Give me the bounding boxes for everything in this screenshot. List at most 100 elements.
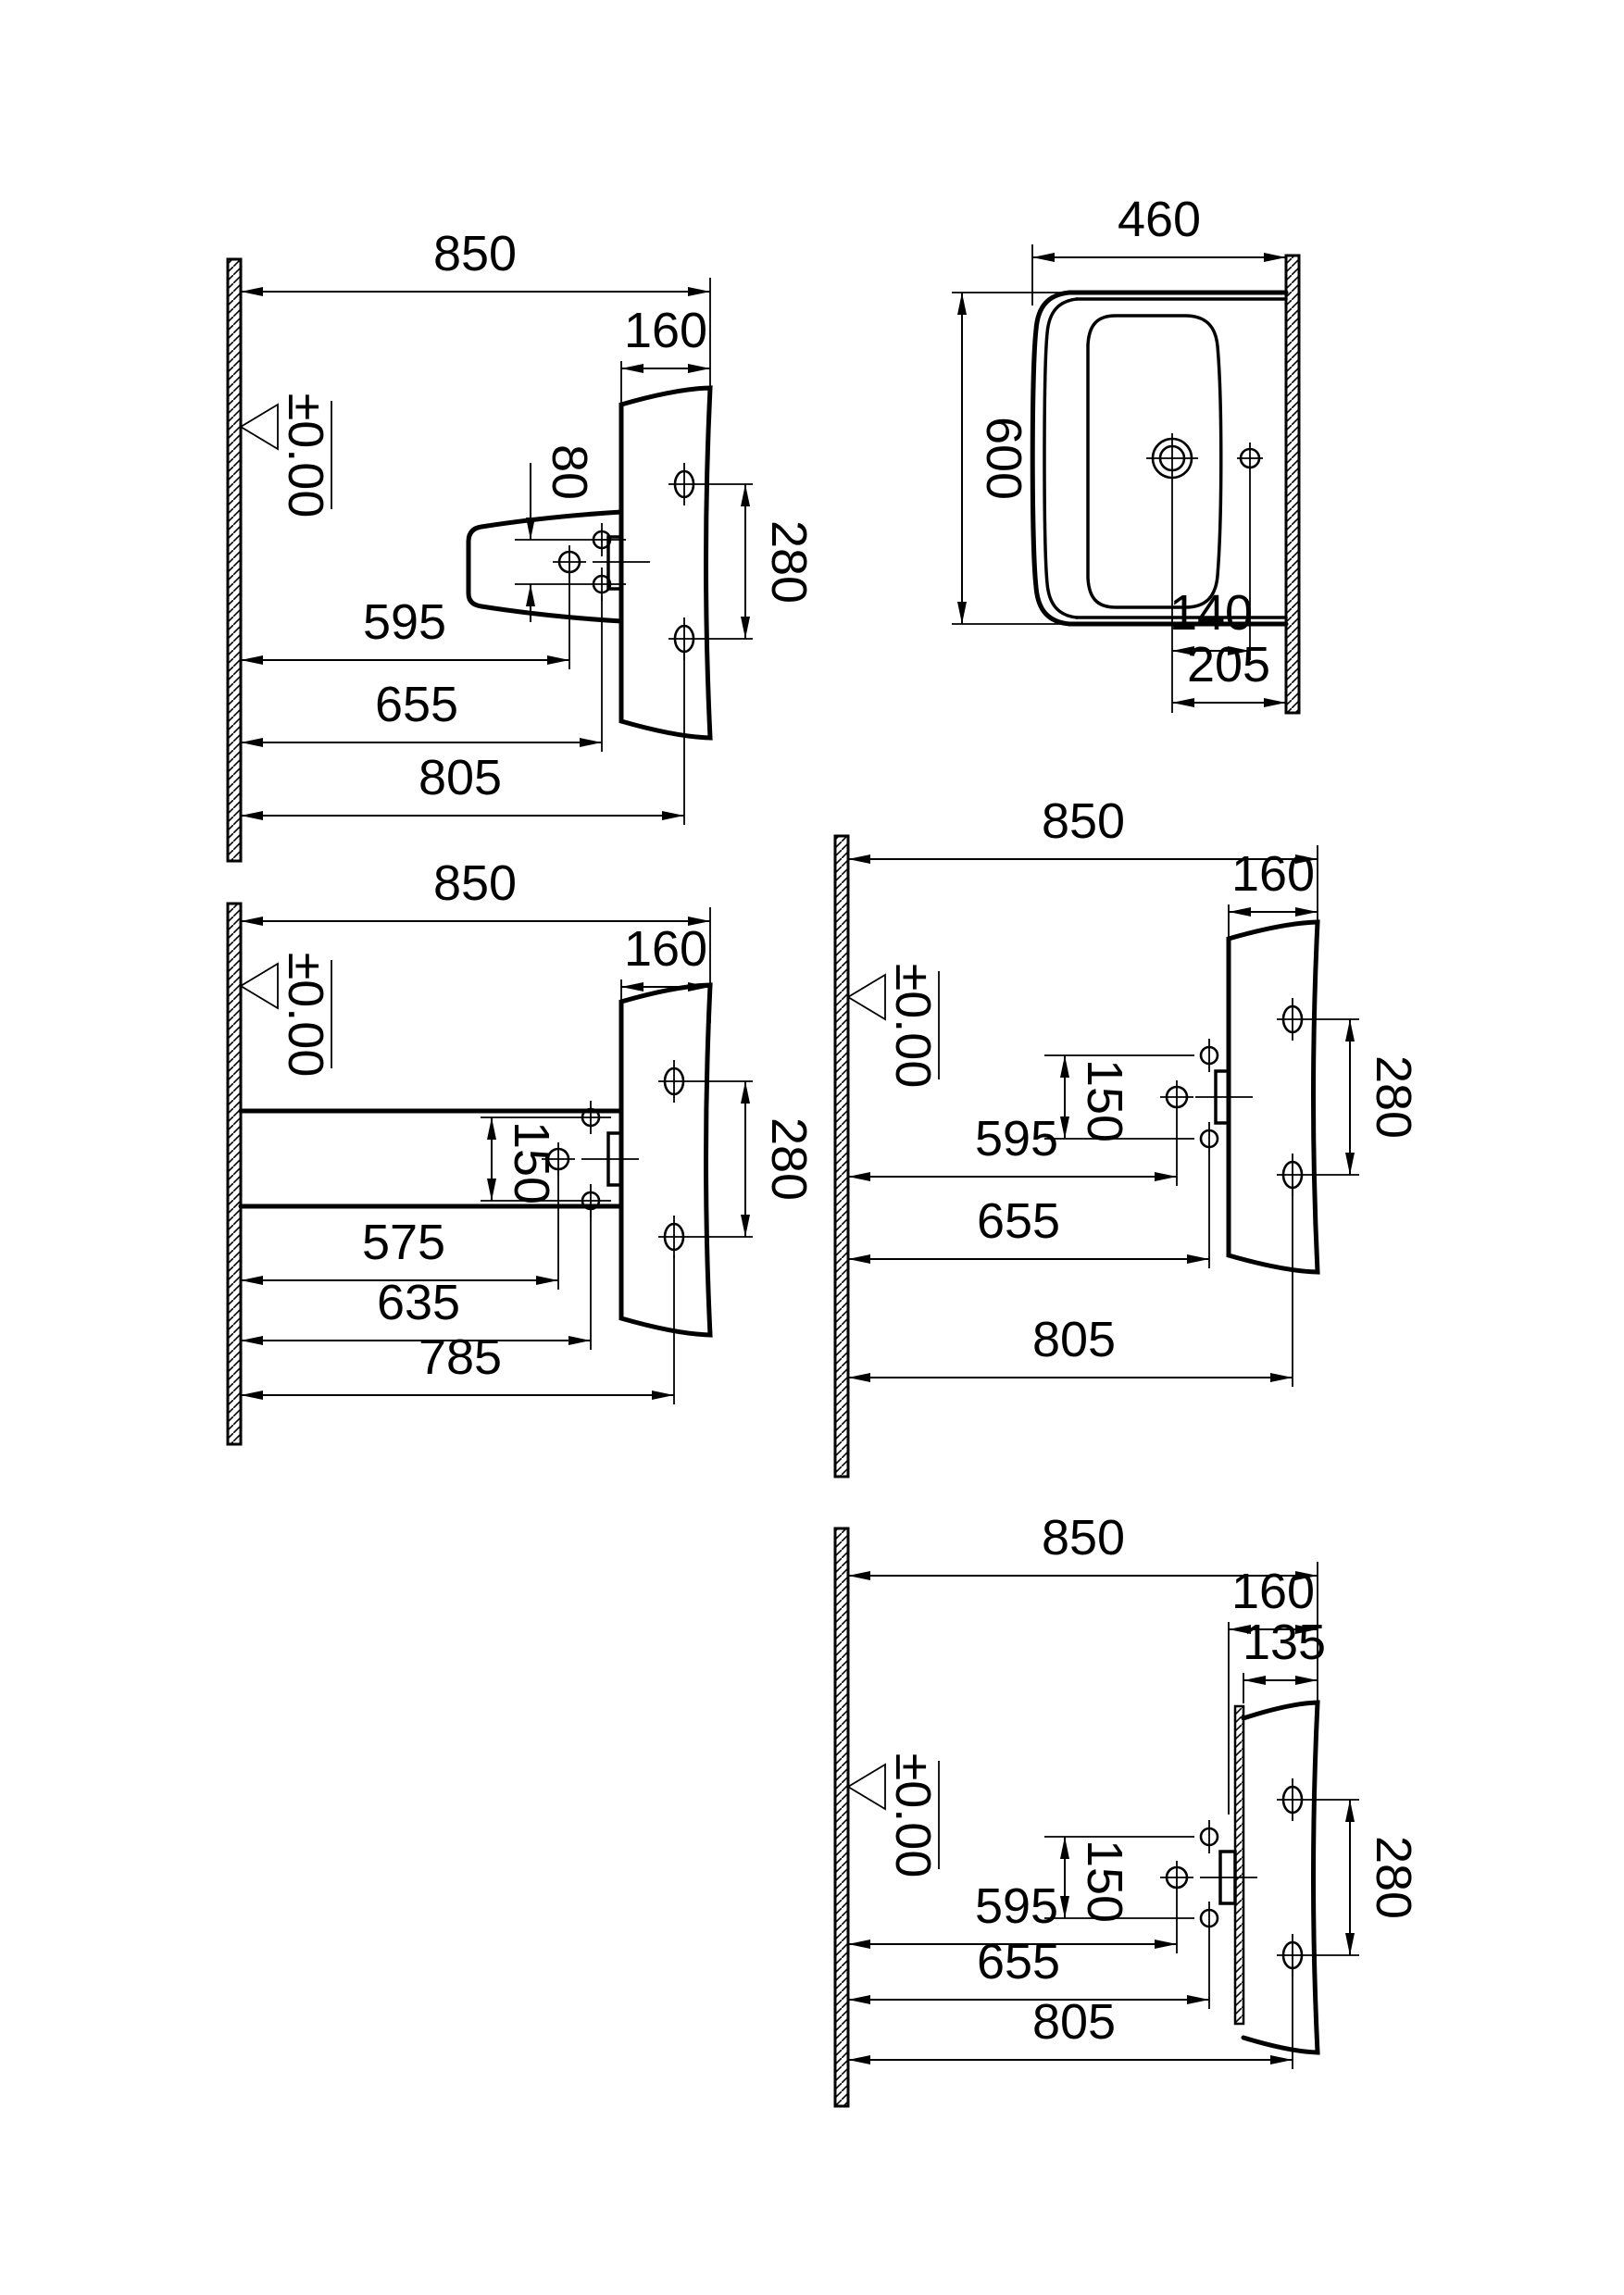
view-side-countertop: 850 160 150 280 575 635 785 [226, 855, 817, 1446]
basin-profile [618, 982, 713, 1338]
dim-label: 160 [624, 303, 707, 358]
dim-label: 595 [363, 594, 446, 650]
basin-outline [1030, 290, 1072, 627]
dim-150: 150 [1060, 1055, 1132, 1142]
level-label: ±0.00 [885, 964, 941, 1089]
level-label: ±0.00 [278, 953, 333, 1078]
dim-label: 595 [975, 1111, 1058, 1166]
wall-section [226, 257, 243, 863]
dim-140: 140 [1169, 585, 1253, 655]
level-label: ±0.00 [885, 1753, 941, 1878]
basin-profile [1241, 1700, 1320, 2055]
mounting-holes [481, 1101, 611, 1217]
dim-label: 785 [418, 1329, 502, 1385]
dim-635: 635 [241, 1210, 592, 1350]
dim-label: 280 [1366, 1055, 1421, 1139]
dim-label: 150 [1077, 1059, 1132, 1142]
dim-160: 160 [1228, 1564, 1318, 1815]
dim-label: 140 [1169, 585, 1253, 641]
dim-150: 150 [1060, 1837, 1132, 1923]
dim-label: 655 [375, 677, 458, 732]
dim-205: 205 [1172, 637, 1286, 707]
tap-hole [1237, 443, 1263, 660]
dim-150: 150 [487, 1117, 559, 1204]
dim-label: 280 [761, 1117, 817, 1201]
dim-label: 80 [542, 444, 597, 500]
dim-280: 280 [741, 1081, 817, 1237]
dim-595: 595 [848, 1861, 1178, 1953]
wall-section [833, 1527, 850, 2108]
basin-profile [618, 385, 713, 741]
console-bracket [466, 509, 624, 624]
dim-460: 460 [1031, 192, 1286, 306]
basin-fixing-holes [668, 463, 753, 660]
dim-280: 280 [1345, 1800, 1421, 1955]
dim-label: 655 [977, 1934, 1060, 1989]
dim-label: 135 [1243, 1615, 1326, 1670]
view-plan: 460 600 140 205 [952, 192, 1301, 715]
basin-fixing-holes [658, 1060, 753, 1258]
dim-135: 135 [1243, 1615, 1326, 1703]
dim-785: 785 [241, 1255, 675, 1404]
dim-label: 160 [1231, 846, 1315, 902]
level-triangle-icon [846, 973, 886, 1021]
dim-850: 850 [241, 855, 711, 1023]
wall-section [1284, 254, 1301, 715]
basin-fixing-holes [1277, 1778, 1359, 1977]
dim-595: 595 [848, 1080, 1178, 1186]
bracket-holes [515, 523, 626, 601]
basin-bowl [1086, 314, 1223, 609]
view-side-console: 850 160 80 280 595 655 805 [226, 226, 817, 863]
dim-280: 280 [741, 484, 817, 639]
dim-655: 655 [848, 1122, 1210, 1268]
dim-label: 150 [1077, 1840, 1132, 1923]
dim-label: 805 [1032, 1994, 1116, 2050]
dim-label: 600 [976, 417, 1031, 500]
fixing-plate [606, 535, 623, 591]
level-triangle-icon [239, 962, 279, 1010]
dim-850: 850 [848, 793, 1318, 935]
dim-label: 205 [1187, 637, 1270, 692]
dim-label: 150 [504, 1121, 559, 1204]
level-marker: ±0.00 [846, 1753, 941, 1878]
level-triangle-icon [239, 403, 279, 451]
dim-label: 280 [761, 520, 817, 604]
dim-160: 160 [620, 921, 710, 1111]
dim-600: 600 [952, 292, 1065, 625]
dim-805: 805 [241, 653, 685, 825]
dim-label: 460 [1118, 192, 1201, 247]
drain-hole [1146, 433, 1198, 713]
wall-section [226, 902, 243, 1446]
dim-label: 160 [624, 921, 707, 977]
level-label: ±0.00 [278, 393, 333, 518]
dim-label: 805 [418, 750, 502, 805]
dim-850: 850 [848, 1510, 1318, 1708]
dim-label: 655 [977, 1193, 1060, 1249]
basin-profile [1226, 919, 1320, 1275]
dim-160: 160 [620, 303, 710, 518]
dim-805: 805 [848, 1184, 1293, 1387]
dim-label: 850 [1042, 793, 1125, 849]
dim-805: 805 [848, 1964, 1293, 2069]
basin-rim-inner [1043, 297, 1079, 619]
dim-575: 575 [241, 1169, 559, 1290]
dim-280: 280 [1345, 1019, 1421, 1175]
level-marker: ±0.00 [846, 964, 941, 1089]
dim-label: 805 [1032, 1312, 1116, 1367]
dim-label: 595 [975, 1878, 1058, 1934]
dim-80: 80 [526, 444, 597, 622]
dim-655: 655 [848, 1902, 1210, 2009]
dim-655: 655 [241, 596, 603, 752]
view-side-furniture: 850 160 135 150 280 595 655 [833, 1510, 1421, 2108]
dim-595: 595 [241, 574, 570, 669]
dim-850: 850 [241, 226, 711, 393]
view-side-wall-hung: 850 160 150 280 595 655 805 [833, 793, 1421, 1478]
dim-label: 575 [362, 1215, 445, 1270]
level-marker: ±0.00 [239, 953, 333, 1078]
dim-160: 160 [1228, 846, 1318, 1048]
dim-label: 280 [1366, 1836, 1421, 1919]
basin-fixing-holes [1277, 998, 1359, 1196]
dim-label: 850 [1042, 1510, 1125, 1565]
